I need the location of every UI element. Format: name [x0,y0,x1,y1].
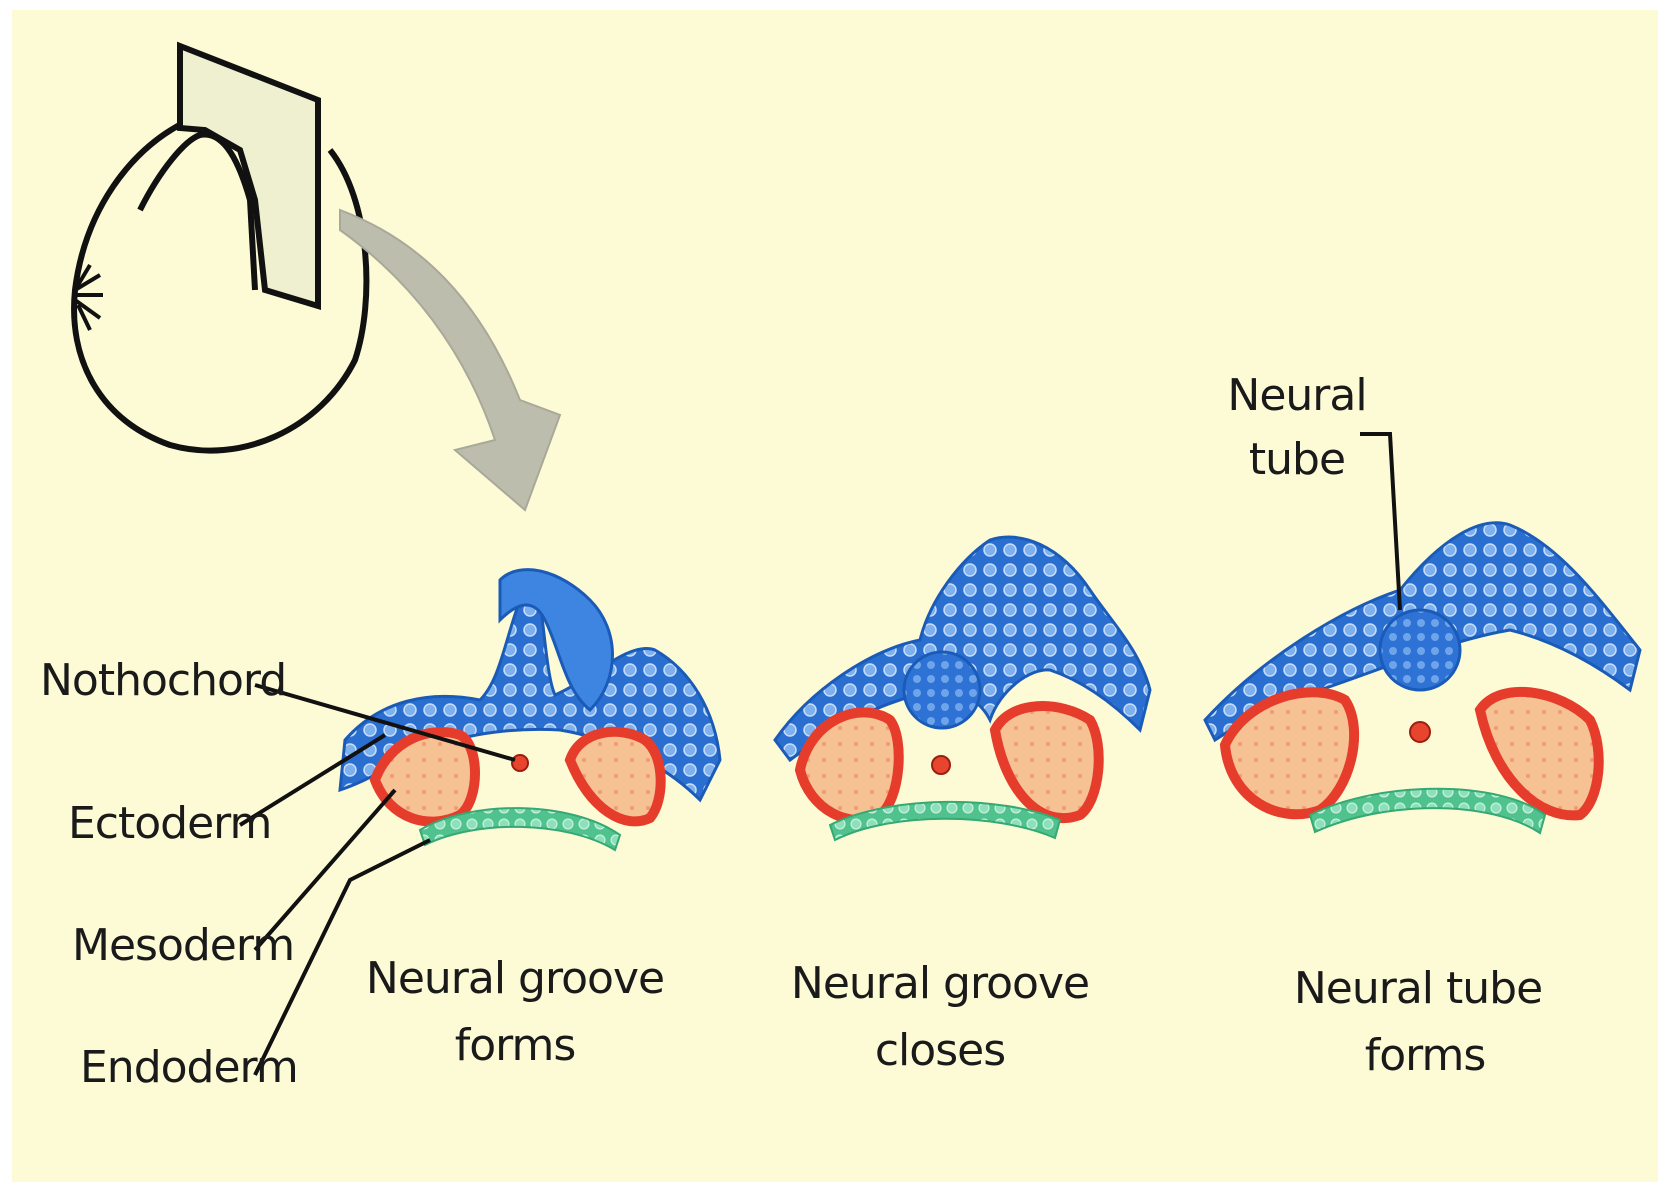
stage-1-caption-line2: forms [455,1020,576,1071]
endoderm-layer-3 [1310,789,1545,833]
stage-3-cross-section [1205,523,1640,833]
neural-tube-label-line1: Neural [1227,370,1366,421]
notochord-label: Nothochord [40,655,286,706]
neural-tube-leader [1360,434,1400,610]
stage-3-caption-line1: Neural tube [1294,963,1542,1014]
forming-neural-tube-2 [904,652,980,728]
embryo-sketch [74,46,366,451]
mesoderm-label: Mesoderm [72,920,294,971]
stage-3-caption-line2: forms [1365,1030,1486,1081]
mesoderm-right-1 [570,732,661,822]
stage-2-caption-line2: closes [875,1025,1005,1076]
notochord-2 [932,756,950,774]
notochord-1 [512,755,528,771]
stage-2-caption-line1: Neural groove [791,958,1089,1009]
neural-tube-label-line2: tube [1249,434,1345,485]
stage-1-cross-section [340,570,720,850]
notochord-3 [1410,722,1430,742]
ectoderm-label: Ectoderm [68,798,271,849]
stage-1-caption-line1: Neural groove [366,953,664,1004]
mesoderm-right-2 [995,706,1099,818]
endoderm-label: Endoderm [80,1042,298,1093]
neural-tube-3 [1380,610,1460,690]
transition-arrow [340,210,560,510]
stage-2-cross-section [775,537,1150,840]
